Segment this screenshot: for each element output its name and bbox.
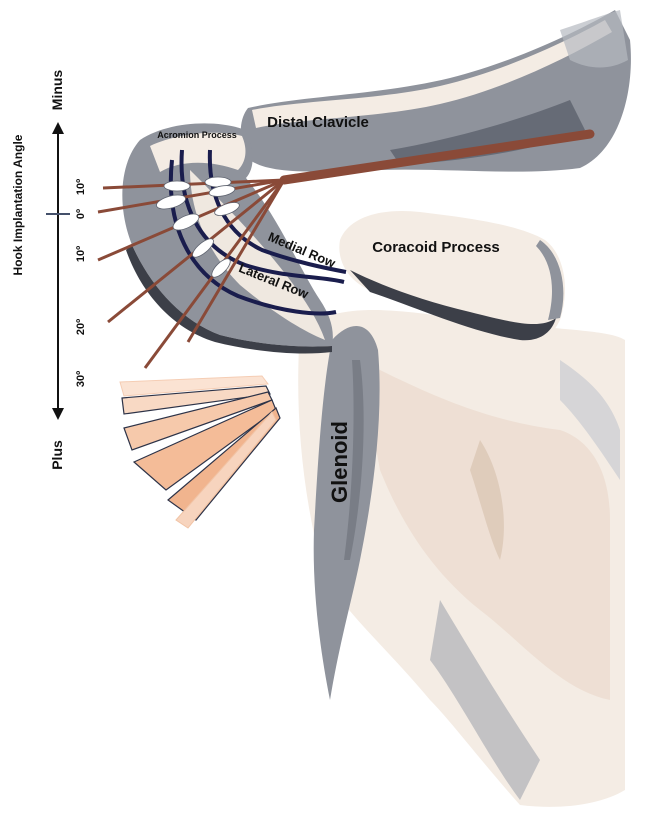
lateral-row-line [168,159,337,316]
hook-hole [172,213,200,231]
angle-axis: Minus Plus Hook Implantation Angle 10º 0… [11,70,87,470]
clavicle-label: Distal Clavicle [267,114,369,131]
coracoid-process: Coracoid Process [339,210,565,342]
hook-line-clavicle [279,129,595,185]
hook-hole [214,202,240,216]
hook-line-10-minus [102,178,285,190]
distal-clavicle: Distal Clavicle [240,10,631,172]
axis-bottom-label: Plus [49,440,65,470]
hook-line-30b [186,179,286,343]
axis-top-label: Minus [49,70,65,111]
tick-label: 30º [75,371,87,387]
tick-label: 10º [75,179,87,195]
hook-holes [156,176,240,278]
axis-title: Hook Implantation Angle [11,134,25,275]
hook-hole [156,194,186,210]
fan-blade [175,411,277,529]
hook-hole [211,258,231,278]
hook-fan [119,375,281,529]
coracoid-label: Coracoid Process [372,239,500,256]
hook-hole [163,180,191,192]
tick-label: 10º [75,246,87,262]
glenoid-label: Glenoid [327,421,352,503]
acromion-label: Acromion Process [157,130,237,140]
tick-label: 20º [75,319,87,335]
hook-line-0 [97,178,285,214]
axis-arrow-down-icon [52,408,64,420]
fan-blade [121,385,271,415]
tick-label: 0º [75,209,87,219]
hook-hole [192,238,214,258]
fan-blade [119,375,269,397]
hook-hole [208,185,236,197]
medial-row-line [179,149,345,284]
glenoid: Glenoid [313,326,380,700]
scapula-body [298,310,625,807]
axis-arrow-up-icon [52,122,64,134]
